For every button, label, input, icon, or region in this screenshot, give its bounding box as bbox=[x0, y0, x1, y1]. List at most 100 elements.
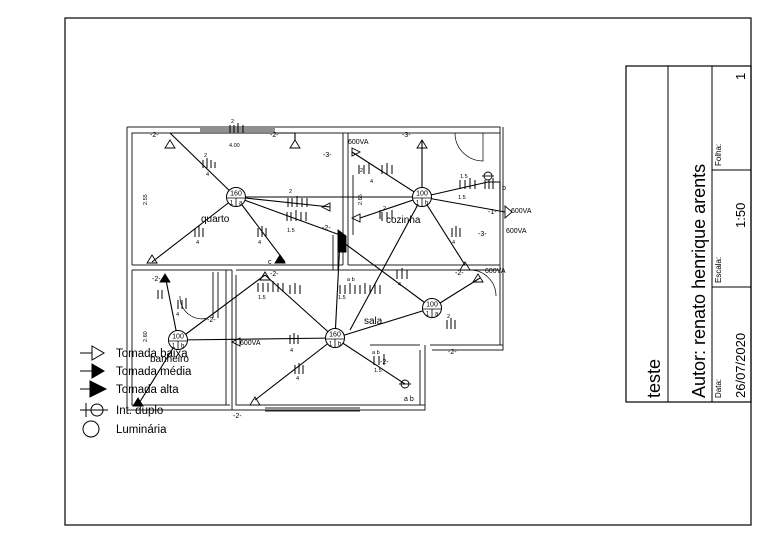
gauge-label: 2 bbox=[231, 119, 234, 125]
dimension-text: 2.60 bbox=[143, 331, 149, 342]
gauge-label: 4 bbox=[398, 282, 401, 288]
luminaire-switch: b bbox=[181, 344, 185, 350]
tomada-baixa-icon bbox=[320, 202, 331, 212]
legend-label: Int. duplo bbox=[116, 405, 163, 417]
gauge-label: 2 bbox=[447, 314, 450, 320]
luminaire-circuit: 1 bbox=[172, 344, 176, 350]
tomada-baixa-icon bbox=[351, 147, 362, 157]
power-label: 600VA bbox=[348, 139, 369, 146]
circuit-label: -2- bbox=[380, 359, 389, 366]
gauge-label: 4 bbox=[296, 376, 299, 382]
room-label-sala: sala bbox=[364, 316, 383, 327]
switch-label: a b bbox=[372, 350, 380, 356]
room-label-cozinha: cozinha bbox=[386, 215, 421, 226]
circuit-label: -3- bbox=[323, 152, 332, 159]
circuit-label: -2- bbox=[150, 132, 159, 139]
circuit-label: -2- bbox=[448, 349, 457, 356]
circuit-label: -3- bbox=[478, 231, 487, 238]
title-block: teste Autor: renato henrique arents Data… bbox=[625, 65, 752, 403]
legend-item: Luminária bbox=[82, 420, 167, 438]
power-label: 600VA bbox=[240, 340, 261, 347]
tomada-media-icon bbox=[159, 273, 171, 283]
switch-label: a b bbox=[404, 396, 414, 403]
luminaire-circuit: 1 bbox=[329, 342, 333, 348]
room-label-banheiro: banheiro bbox=[150, 354, 189, 365]
tomada-baixa-icon bbox=[416, 139, 428, 149]
tomada-alta-icon bbox=[337, 229, 347, 253]
luminaire-power: 160 bbox=[329, 332, 341, 339]
tomada-alta-icon bbox=[132, 397, 144, 407]
gauge-label: 4 bbox=[176, 312, 179, 318]
gauge-label: 1.5 bbox=[287, 228, 295, 234]
luminaire-switch: b bbox=[338, 342, 342, 348]
tomada-baixa-icon bbox=[249, 396, 261, 406]
circuit-label: -2- bbox=[270, 271, 279, 278]
circuit-label: -2- bbox=[233, 413, 242, 420]
power-label: 600VA bbox=[511, 208, 532, 215]
switch-label: a b bbox=[347, 277, 355, 283]
circuit-label: -3- bbox=[402, 132, 411, 139]
scale-label: Escala: bbox=[714, 257, 723, 283]
legend-label: Tomada alta bbox=[116, 384, 179, 396]
legend-item: Int. duplo bbox=[80, 403, 163, 417]
tomada-alta-icon bbox=[89, 380, 108, 398]
dimension-text: 2.65 bbox=[358, 194, 364, 205]
luminaire-power: 100 bbox=[426, 302, 438, 309]
tomada-baixa-icon bbox=[459, 261, 471, 271]
power-label: 600VA bbox=[485, 268, 506, 275]
conductor-ticks bbox=[157, 123, 494, 374]
luminaire-power: 160 bbox=[230, 191, 242, 198]
dimension-text: 2.55 bbox=[143, 194, 149, 205]
sheet-number: 1 bbox=[733, 73, 748, 80]
luminaria-icon bbox=[422, 298, 442, 318]
gauge-label: 4 bbox=[258, 240, 261, 246]
switches: a b a b a b c b bbox=[268, 171, 506, 403]
luminaria-icon bbox=[226, 187, 246, 207]
luminaire-switch: a bbox=[435, 312, 439, 318]
tomada-alta-icon bbox=[274, 254, 286, 264]
gauge-label: 4 bbox=[196, 240, 199, 246]
gauge-label: 2 bbox=[289, 189, 292, 195]
tomada-media-icon bbox=[91, 363, 105, 379]
luminaria-icon bbox=[82, 420, 100, 438]
switch-label: b bbox=[502, 185, 506, 192]
gauge-label: 2 bbox=[204, 153, 207, 159]
luminaria-icon bbox=[325, 328, 345, 348]
power-label: 600VA bbox=[506, 228, 527, 235]
gauge-label: 4 bbox=[370, 179, 373, 185]
scale-value: 1:50 bbox=[733, 203, 748, 228]
luminaire-circuit: 1 bbox=[426, 312, 430, 318]
tomada-baixa-icon bbox=[472, 273, 484, 283]
outlets bbox=[132, 139, 513, 407]
tomada-baixa-icon bbox=[164, 139, 176, 149]
circuit-label: -2- bbox=[207, 317, 216, 324]
circuit-label: -1- bbox=[488, 209, 497, 216]
gauge-label: 1.5 bbox=[374, 368, 382, 374]
gauge-label: 1.5 bbox=[258, 295, 266, 301]
tomada-baixa-icon bbox=[504, 205, 513, 219]
luminaire-switch: b bbox=[425, 201, 429, 207]
legend-label: Tomada média bbox=[116, 366, 192, 378]
sheet-border bbox=[64, 17, 752, 526]
room-label-quarto: quarto bbox=[201, 214, 230, 225]
gauge-label: 4 bbox=[452, 240, 455, 246]
tomada-baixa-icon bbox=[80, 345, 105, 361]
gauge-label: 2 bbox=[360, 168, 363, 174]
switch-label: c bbox=[268, 259, 272, 266]
gauge-label: 2 bbox=[383, 206, 386, 212]
tomada-baixa-icon bbox=[350, 213, 361, 223]
gauge-label: 1.5 bbox=[460, 174, 468, 180]
luminaria-icon bbox=[168, 330, 188, 350]
tomada-baixa-icon bbox=[146, 254, 158, 264]
circuit-label: -2- bbox=[152, 276, 161, 283]
luminaire-circuit: 1 bbox=[230, 201, 234, 207]
legend: Tomada baixa Tomada média Tomada alta In… bbox=[80, 345, 192, 438]
wiring bbox=[137, 132, 506, 406]
gauge-label: 4 bbox=[290, 348, 293, 354]
luminaria-icon bbox=[412, 187, 432, 207]
